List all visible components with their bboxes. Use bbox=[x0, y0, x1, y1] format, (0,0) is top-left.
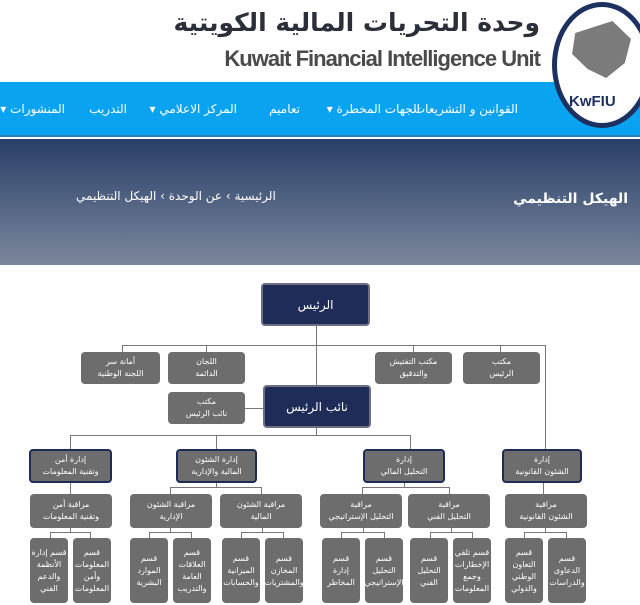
connector-line bbox=[170, 487, 262, 488]
connector-line bbox=[341, 532, 384, 533]
monitoring-box: مراقبة الشئون المالية bbox=[220, 494, 302, 528]
connector-line bbox=[216, 483, 217, 487]
directorate-box: إدارة الشئون المالية والإدارية bbox=[176, 449, 257, 483]
monitoring-box: مراقبة التحليل الإستراتيجي bbox=[320, 494, 402, 528]
directorate-box: إدارة أمن وتقنية المعلومات bbox=[29, 449, 112, 483]
connector-line bbox=[362, 487, 363, 494]
connector-line bbox=[451, 528, 452, 532]
section-box: قسم المعلومات وأمن المعلومات bbox=[73, 538, 111, 603]
connector-line bbox=[122, 345, 123, 353]
connector-line bbox=[430, 532, 431, 538]
section-box: قسم التحليل الفني bbox=[410, 538, 448, 603]
connector-line bbox=[472, 532, 473, 538]
connector-line bbox=[149, 532, 191, 533]
vp-office-box: مكتب نائب الرئيس bbox=[168, 392, 245, 424]
connector-line bbox=[543, 483, 544, 494]
monitoring-box: مراقبة الشئون الإدارية bbox=[130, 494, 212, 528]
nav-circulars[interactable]: تعاميم bbox=[269, 102, 300, 116]
monitoring-box: مراقبة الشئون القانونية bbox=[505, 494, 587, 528]
connector-line bbox=[545, 528, 546, 532]
connector-line bbox=[449, 487, 450, 494]
kwfiu-logo[interactable]: KwFIU bbox=[552, 2, 640, 128]
connector-line bbox=[70, 483, 71, 494]
connector-line bbox=[524, 532, 525, 538]
section-box: قسم إدارة المخاطر bbox=[322, 538, 360, 603]
connector-line bbox=[316, 326, 317, 386]
main-nav: القوانين و التشريعات الجهات المخطرة ▾ تع… bbox=[0, 82, 640, 137]
page-hero: الهيكل التنظيمي الرئيسية › عن الوحدة › ا… bbox=[0, 139, 640, 265]
connector-line bbox=[430, 532, 472, 533]
connector-line bbox=[90, 532, 91, 538]
monitoring-box: مراقبة أمن وتقنية المعلومات bbox=[30, 494, 112, 528]
connector-line bbox=[283, 532, 284, 538]
section-box: قسم التحليل الإستراتيجي bbox=[364, 538, 404, 603]
office-box: مكتب التفتيش والتدقيق bbox=[375, 352, 452, 384]
connector-line bbox=[410, 435, 411, 449]
connector-line bbox=[70, 435, 411, 436]
section-box: قسم المخازن والمشتريات bbox=[264, 538, 304, 603]
connector-line bbox=[149, 532, 150, 538]
connector-line bbox=[362, 528, 364, 532]
connector-line bbox=[566, 532, 567, 538]
connector-line bbox=[206, 345, 207, 353]
vice-president-box: نائب الرئيس bbox=[263, 385, 371, 428]
president-box: الرئيس bbox=[261, 283, 370, 326]
site-title-arabic: وحدة التحريات المالية الكويتية bbox=[173, 8, 540, 37]
connector-line bbox=[241, 532, 242, 538]
connector-line bbox=[384, 532, 385, 538]
connector-line bbox=[241, 532, 283, 533]
connector-line bbox=[70, 435, 71, 449]
connector-line bbox=[50, 532, 51, 538]
office-box: أمانة سر اللجنة الوطنية bbox=[81, 352, 160, 384]
section-box: قسم إدارة الأنظمة والدعم الفني bbox=[30, 538, 68, 603]
breadcrumb[interactable]: الرئيسية › عن الوحدة › الهيكل التنظيمي bbox=[76, 189, 276, 203]
site-title-english: Kuwait Financial Intelligence Unit bbox=[224, 46, 541, 71]
page-title: الهيكل التنظيمي bbox=[513, 191, 628, 207]
section-box: قسم العلاقات العامة والتدريب bbox=[173, 538, 211, 603]
office-box: اللجان الدائمة bbox=[168, 352, 245, 384]
connector-line bbox=[524, 532, 566, 533]
site-header: وحدة التحريات المالية الكويتية Kuwait Fi… bbox=[0, 0, 640, 82]
connector-line bbox=[245, 408, 263, 409]
connector-line bbox=[341, 532, 342, 538]
nav-reporting-entities[interactable]: الجهات المخطرة ▾ bbox=[326, 102, 420, 116]
connector-line bbox=[545, 345, 546, 450]
connector-line bbox=[216, 435, 217, 449]
nav-media-center[interactable]: المركز الاعلامي ▾ bbox=[149, 102, 237, 116]
connector-line bbox=[413, 345, 414, 353]
section-box: قسم تلقي الإخطارات وجمع المعلومات bbox=[453, 538, 491, 603]
section-box: قسم التعاون الوطني والدولي bbox=[505, 538, 543, 603]
connector-line bbox=[170, 528, 171, 532]
office-box: مكتب الرئيس bbox=[463, 352, 540, 384]
connector-line bbox=[404, 483, 405, 487]
connector-line bbox=[316, 428, 317, 435]
nav-publications[interactable]: المنشورات ▾ bbox=[0, 102, 65, 116]
connector-line bbox=[50, 532, 90, 533]
connector-line bbox=[191, 532, 192, 538]
connector-line bbox=[70, 528, 71, 532]
connector-line bbox=[261, 487, 262, 494]
monitoring-box: مراقبة التحليل الفني bbox=[408, 494, 490, 528]
nav-training[interactable]: التدريب bbox=[89, 102, 127, 116]
connector-line bbox=[362, 487, 450, 488]
connector-line bbox=[262, 528, 263, 532]
directorate-box: إدارة التحليل المالي bbox=[363, 449, 445, 483]
section-box: قسم الموارد البشرية bbox=[130, 538, 168, 603]
connector-line bbox=[170, 487, 171, 494]
connector-line bbox=[500, 345, 501, 353]
directorate-box: إدارة الشئون القانونية bbox=[502, 449, 582, 483]
nav-laws[interactable]: القوانين و التشريعات bbox=[413, 102, 518, 116]
connector-line bbox=[122, 345, 546, 346]
section-box: قسم الميزانية والحسابات bbox=[222, 538, 260, 603]
section-box: قسم الدعاوى والدراسات bbox=[548, 538, 586, 603]
